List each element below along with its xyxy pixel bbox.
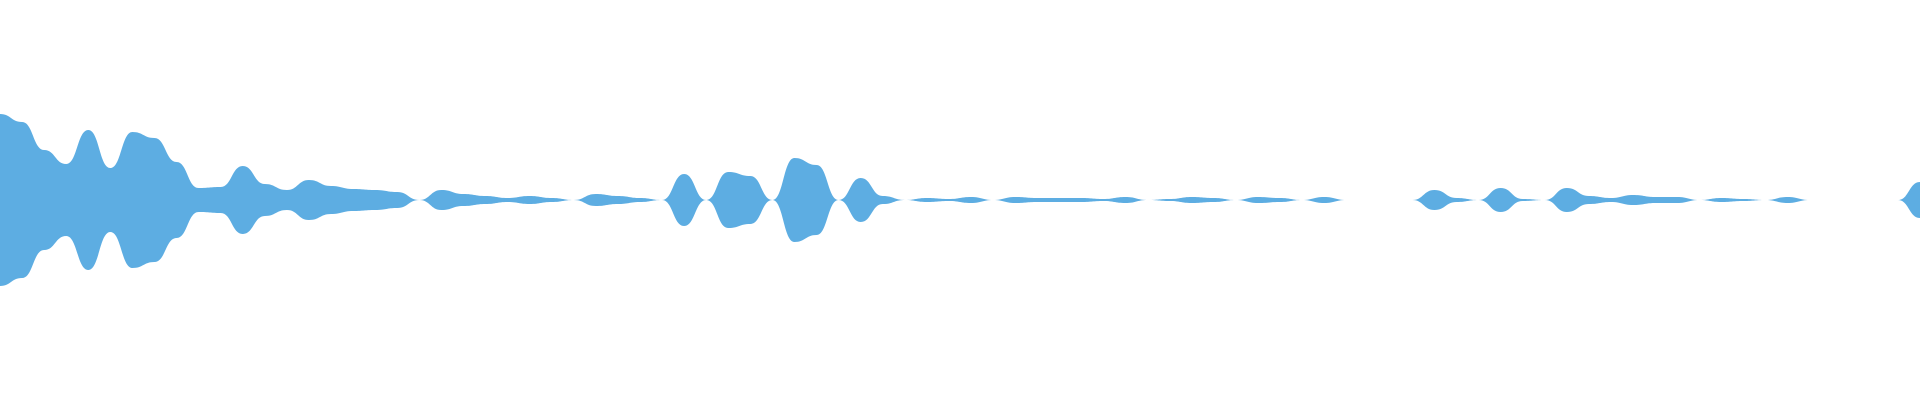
waveform-shape [0, 114, 1920, 286]
